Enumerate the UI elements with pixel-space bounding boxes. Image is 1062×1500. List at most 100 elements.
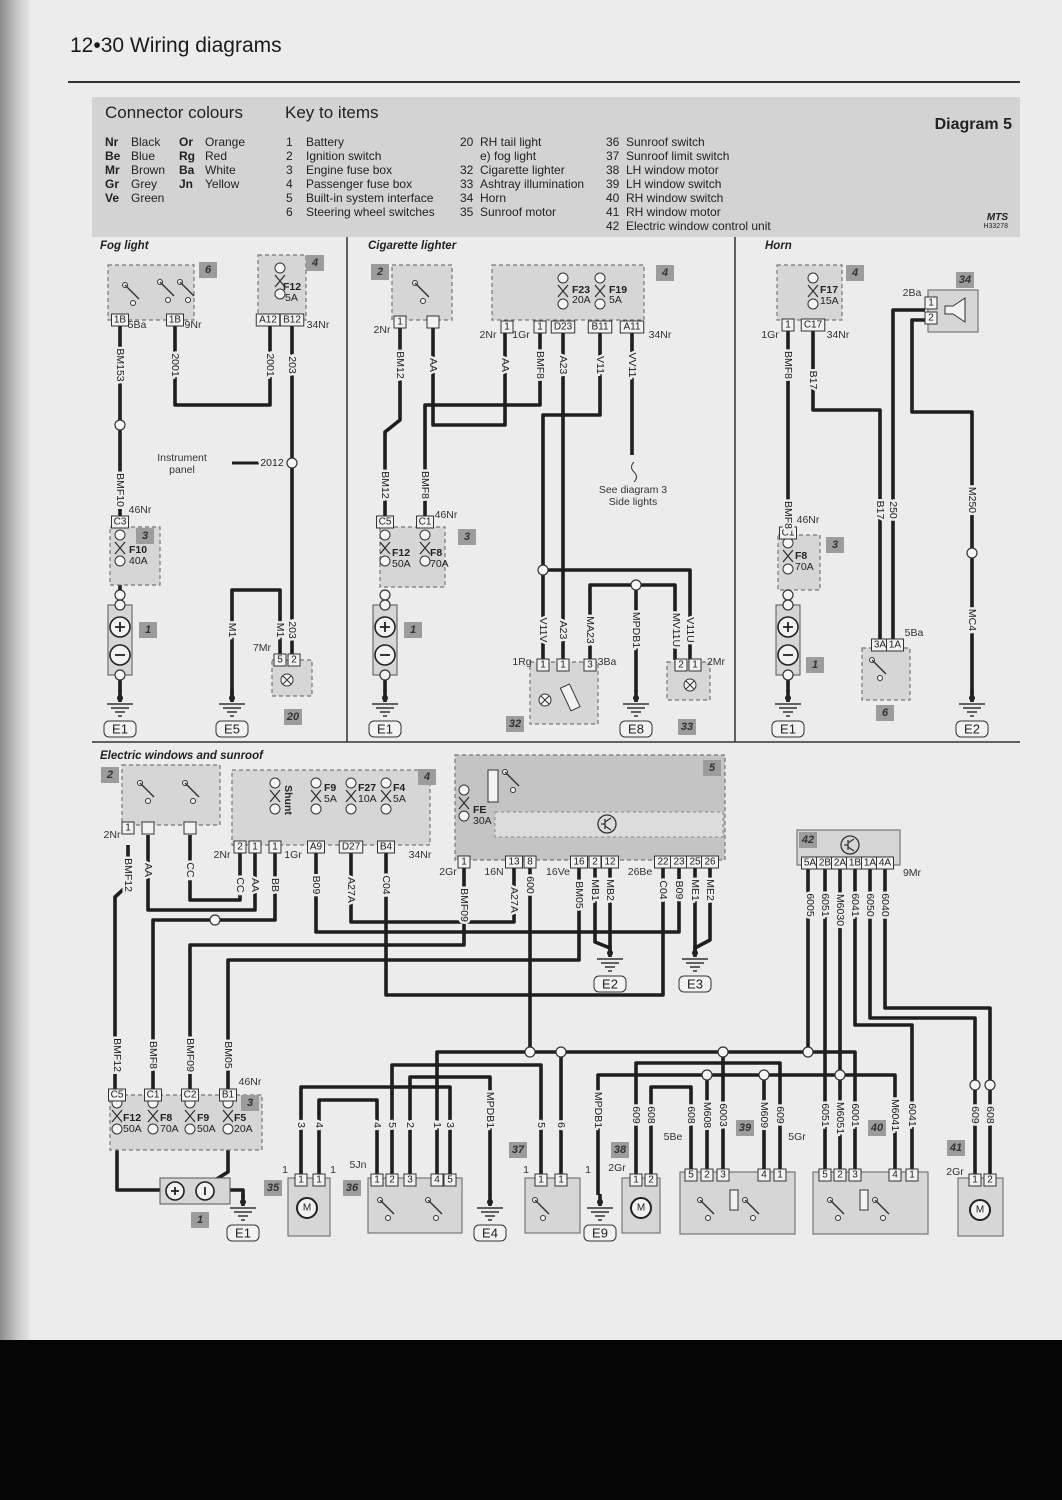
ignition-switch-box: [121, 764, 221, 826]
splice-dot: [607, 950, 613, 956]
wire-label: 6050: [864, 893, 876, 917]
ground-icon: [775, 690, 801, 717]
splice-dot: [969, 695, 975, 701]
component-number: 41: [949, 1142, 962, 1154]
fuse-name: F12: [283, 281, 301, 293]
note-label: 46Nr: [435, 509, 458, 521]
component-number: 6: [882, 707, 889, 719]
pin-label: 1B: [849, 858, 862, 869]
key-item-label: Passenger fuse box: [306, 177, 413, 191]
ground-label: E9: [592, 1226, 608, 1241]
pin-label: 4A: [879, 858, 892, 869]
connector-pin: [533, 320, 547, 334]
pin-label: 1: [692, 660, 698, 671]
note-label: 2Gr: [608, 1162, 626, 1174]
switch-icon: [122, 282, 140, 306]
ground-icon: [959, 690, 985, 717]
fuse-terminal: [458, 810, 470, 822]
connector-pin: [534, 1173, 548, 1187]
wire: [543, 568, 692, 660]
note-label: 5Gr: [788, 1131, 806, 1143]
junction-connector: [537, 564, 549, 576]
fuse-link: [807, 284, 819, 298]
connector-pin: [905, 1168, 919, 1182]
pin-label: 2: [592, 857, 598, 868]
wire: [435, 1050, 857, 1175]
wire-label: AA: [499, 358, 511, 372]
header-rule: [68, 81, 1020, 83]
note-label: 2Nr: [480, 329, 497, 341]
fuse-terminal: [345, 803, 357, 815]
fuse-icon: [269, 777, 281, 815]
fuse-link: [269, 789, 281, 803]
fuse-name: F9: [197, 1112, 209, 1124]
switch-contact: [540, 1215, 546, 1221]
fuse-terminal: [147, 1123, 159, 1135]
scan-black-margin: [0, 1340, 1062, 1500]
plus-sign: [115, 622, 125, 632]
fuse-terminal: [782, 563, 794, 575]
connector-pin: [583, 658, 597, 672]
wire-label: M6051: [834, 1102, 846, 1134]
note-label: 9Mr: [903, 867, 922, 879]
fuse-name: F27: [358, 782, 376, 794]
component-number: 3: [247, 1097, 253, 1109]
connector-pin: [554, 1173, 568, 1187]
connector-pin: [684, 1168, 698, 1182]
transistor-circle: [840, 835, 860, 855]
fuse-name: F12: [392, 547, 410, 559]
component-number-badge: [199, 262, 217, 278]
component-number: 1: [197, 1214, 203, 1226]
note-label: 2Nr: [214, 849, 231, 861]
wire: [314, 850, 681, 934]
connector-pin: [279, 313, 305, 327]
pin-label: C5: [111, 1090, 124, 1101]
ground-label-box: [103, 720, 137, 738]
fuse-rating: 40A: [129, 555, 148, 567]
switch-icon: [869, 657, 887, 681]
built-in-system-interface-box: [454, 754, 726, 861]
wire-label: BMF8: [534, 351, 546, 379]
wire-label: ME1: [689, 879, 701, 901]
wire-label: BMF09: [458, 888, 470, 922]
switch-lever: [379, 1199, 395, 1215]
switch-lever: [179, 281, 195, 297]
passenger-fuse-box: [231, 769, 431, 846]
wire: [384, 850, 665, 997]
connector-pin: [248, 840, 262, 854]
switch-icon: [872, 1197, 890, 1221]
pin-label: 2: [237, 842, 243, 853]
pin-label: 22: [657, 857, 669, 868]
note-label: 7Mr: [253, 642, 272, 654]
colour-code: Nr: [105, 135, 119, 149]
fuse-link: [345, 789, 357, 803]
fuse-terminal: [184, 1123, 196, 1135]
pin-label: 1: [928, 298, 934, 309]
key-item-number: 6: [286, 205, 293, 219]
component-number-badge: [826, 537, 844, 553]
wire-label: AA: [142, 863, 154, 877]
switch-lever: [871, 659, 887, 675]
connector-pin: [701, 855, 719, 869]
key-item-number: 33: [460, 177, 474, 191]
key-item-number: 38: [606, 163, 620, 177]
note-label: 1Rg: [512, 656, 531, 668]
note-label: 5Ba: [905, 627, 924, 639]
connector-pin: [144, 1088, 162, 1102]
junction-connector: [758, 1069, 770, 1081]
wire: [596, 1073, 897, 1195]
wire-label: 2: [404, 1122, 416, 1128]
wire-label: 203: [286, 621, 298, 639]
fuse-icon: [594, 272, 606, 310]
key-item-label: Sunroof motor: [480, 205, 557, 219]
note-label: 5Be: [664, 1131, 683, 1143]
wire-label: M1: [226, 623, 238, 638]
wire-label: MPDB1: [592, 1092, 604, 1128]
junction-connector: [114, 599, 126, 611]
connector-pin: [307, 840, 325, 854]
connector-colours-title: Connector colours: [105, 103, 243, 122]
